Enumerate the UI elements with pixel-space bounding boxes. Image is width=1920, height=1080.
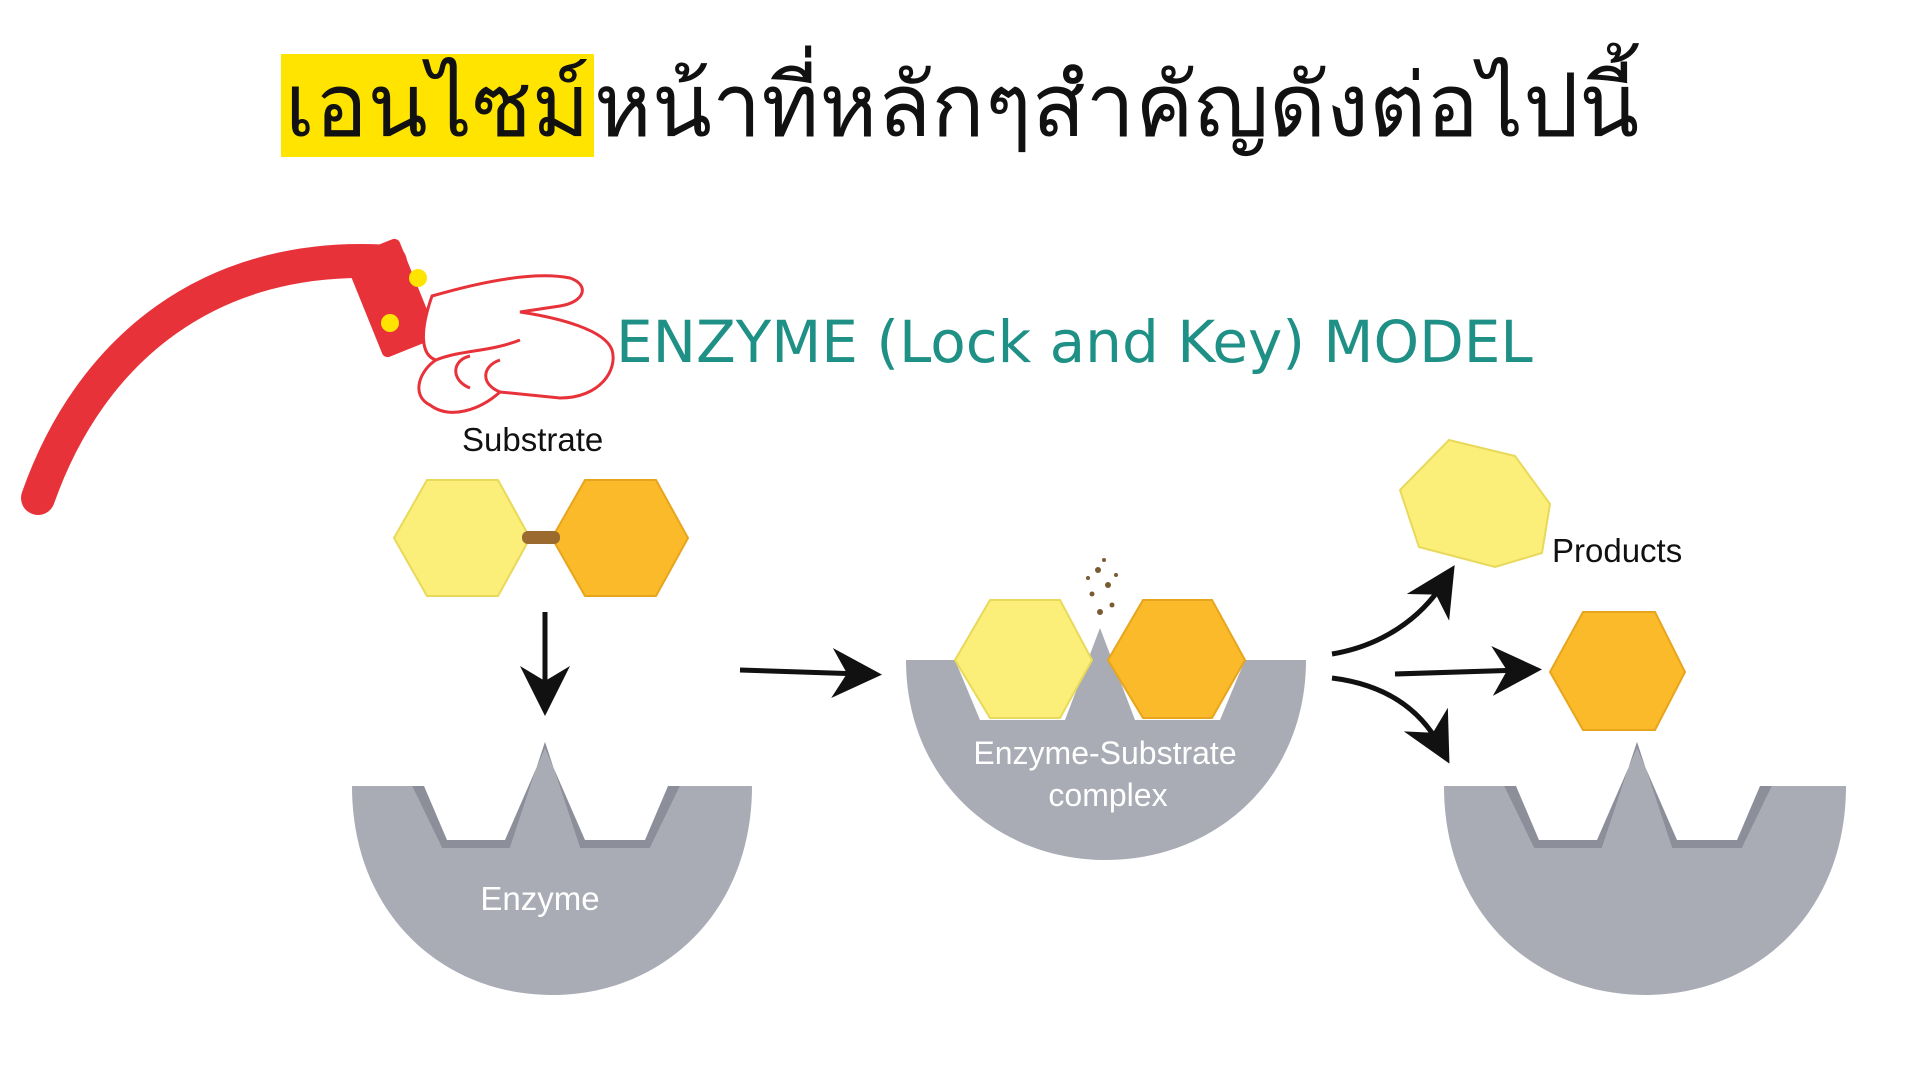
label-substrate: Substrate — [462, 421, 603, 458]
product-hexagon-dark — [1548, 611, 1687, 731]
enzyme-free-shape — [1444, 742, 1846, 995]
product-hexagon-light — [1398, 438, 1552, 569]
enzyme-shape — [352, 742, 752, 995]
label-products: Products — [1552, 532, 1682, 569]
arrow-to-complex — [739, 648, 882, 699]
complex-enzyme-shape — [906, 628, 1306, 860]
arrow-to-product-middle — [1394, 645, 1542, 696]
title-rest: หน้าที่หลักๆสำคัญดังต่อไปนี้ — [593, 54, 1640, 157]
arrow-to-product-top — [1331, 565, 1455, 657]
arrow-to-enzyme-free — [1331, 675, 1450, 764]
substrate-bond — [522, 531, 560, 544]
title-highlight: เอนไซม์ — [280, 54, 594, 157]
bond-breaking-particles — [1086, 558, 1118, 615]
complex-hexagon-light — [953, 599, 1094, 719]
substrate-hexagon-dark — [550, 479, 690, 597]
pointing-hand-icon — [21, 238, 615, 515]
substrate-hexagon-light — [392, 479, 532, 597]
complex-hexagon-dark — [1106, 599, 1247, 719]
diagram-heading: ENZYME (Lock and Key) MODEL — [616, 308, 1533, 376]
label-complex-line1: Enzyme-Substrate — [973, 735, 1236, 771]
page-title: เอนไซม์หน้าที่หลักๆสำคัญดังต่อไปนี้ — [0, 46, 1920, 166]
label-complex-line2: complex — [1048, 777, 1167, 813]
label-enzyme: Enzyme — [480, 880, 599, 917]
